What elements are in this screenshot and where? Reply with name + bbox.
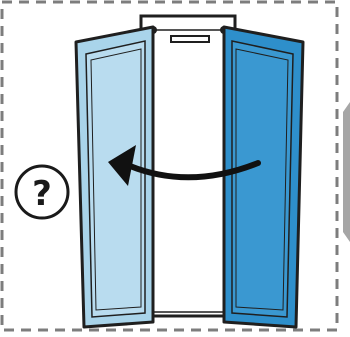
- left-door: [76, 27, 153, 327]
- question-circle-icon: ?: [16, 166, 68, 218]
- right-door: [224, 27, 303, 327]
- help-symbol: ?: [32, 174, 52, 214]
- side-panel-shape: [343, 102, 350, 242]
- fridge-top-handle: [171, 36, 209, 42]
- fridge-body: [141, 16, 235, 316]
